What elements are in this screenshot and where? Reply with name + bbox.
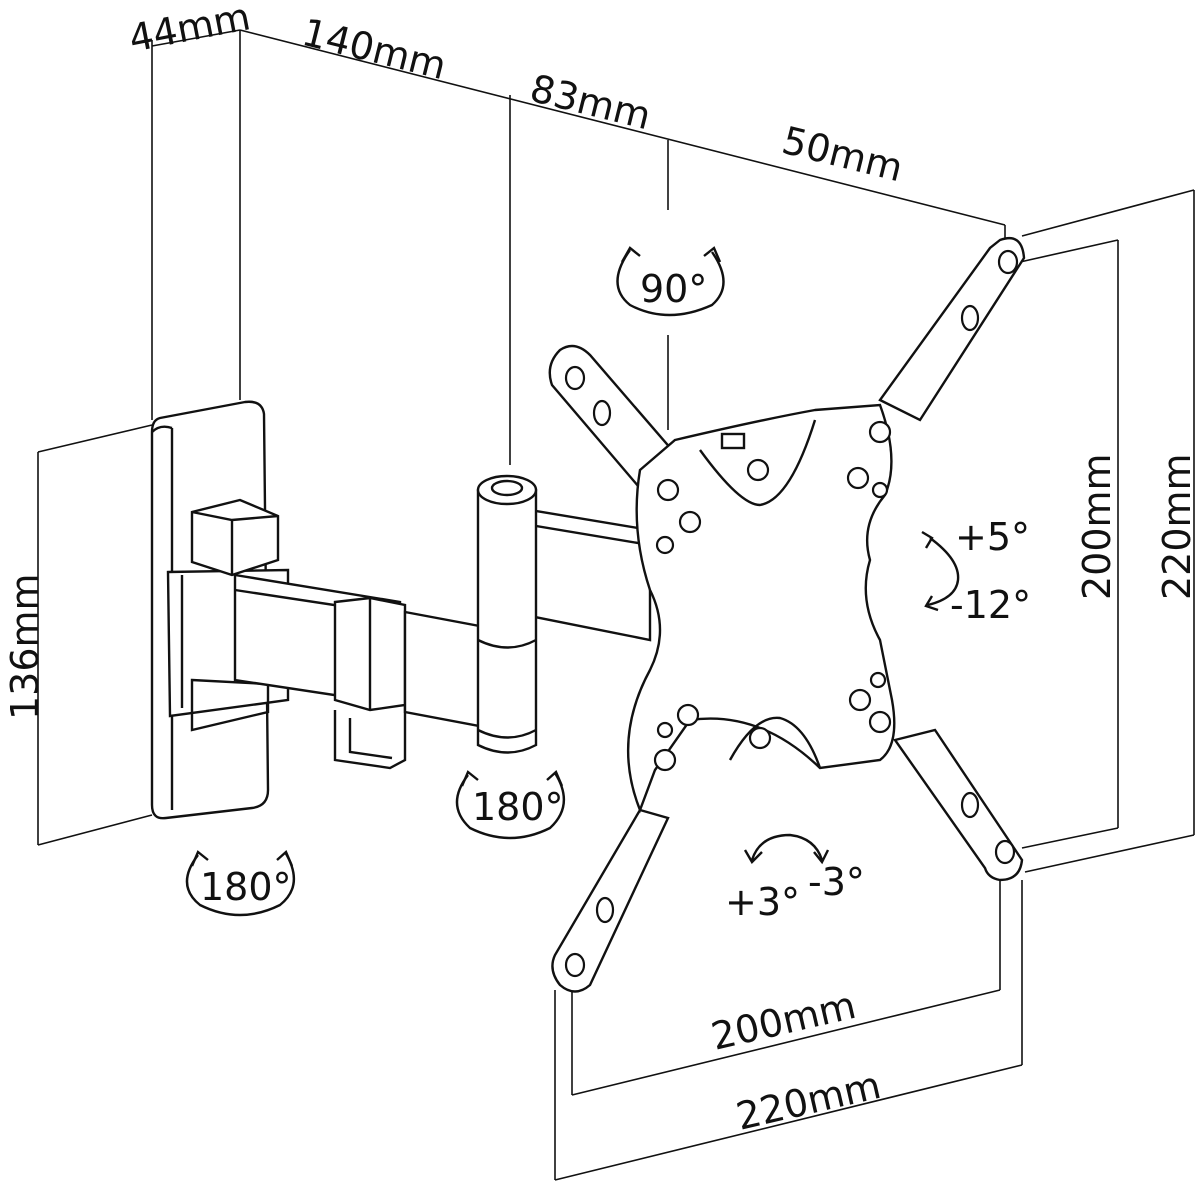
arm-joint-cylinder <box>476 478 538 754</box>
top-dimension-line <box>239 29 1006 226</box>
vesa-hole <box>994 839 1016 865</box>
vesa-hole <box>960 791 980 819</box>
screw-icon <box>748 726 772 750</box>
label-vesa-h-inner: 200mm <box>707 983 860 1059</box>
label-head-offset: 50mm <box>778 118 907 190</box>
screw-icon <box>846 466 870 490</box>
vesa-lower-cutout <box>728 716 822 769</box>
vesa-hole <box>592 399 612 427</box>
screw-icon <box>868 420 892 444</box>
label-vesa-v-inner: 200mm <box>1075 453 1119 600</box>
arrow-tip-icon <box>460 770 479 787</box>
screw-icon <box>653 748 677 772</box>
label-arm-2: 83mm <box>526 66 655 138</box>
label-head-rotation: 90° <box>640 267 707 311</box>
screw-icon <box>746 458 770 482</box>
label-wall-depth: 44mm <box>125 0 254 61</box>
label-wall-height: 136mm <box>3 573 47 720</box>
vesa-v-outer-ext-bottom <box>1024 834 1195 873</box>
depth-dimension-line <box>151 29 241 47</box>
vesa-hole <box>960 304 980 332</box>
vesa-v-outer-ext-top <box>1021 189 1195 237</box>
label-plate-swivel: 180° <box>200 865 292 909</box>
cable-clip-inner <box>348 718 393 760</box>
vesa-hole <box>595 896 615 924</box>
label-vesa-v-outer: 220mm <box>1155 453 1199 600</box>
vesa-h-inner-line <box>571 989 1001 1096</box>
wall-height-ext-top <box>37 424 153 453</box>
cable-clip <box>333 705 407 770</box>
screw-icon <box>656 721 674 739</box>
screw-icon <box>871 481 889 499</box>
arm-joint-ring-2 <box>477 728 537 739</box>
label-arm-1: 140mm <box>298 10 451 88</box>
vesa-lock-knob <box>720 432 746 450</box>
screw-icon <box>848 688 872 712</box>
tilt-arrow <box>927 537 960 607</box>
arm-joint-ring-1 <box>477 638 537 649</box>
label-tilt-down: -12° <box>950 583 1031 627</box>
screw-icon <box>676 703 700 727</box>
screw-icon <box>678 510 702 534</box>
pivot-cap <box>190 498 280 577</box>
label-level-plus: +3° <box>725 880 800 924</box>
vesa-arm-lower-right <box>893 728 1024 882</box>
vesa-screws <box>653 420 892 772</box>
pivot-cap-top <box>191 510 279 522</box>
rotate-arrow-head <box>616 249 725 317</box>
rotate-arrow-plate <box>185 851 296 917</box>
arrow-tip-icon <box>703 246 722 263</box>
vesa-arm-upper-right <box>878 236 1026 422</box>
vesa-upper-cutout <box>699 419 817 507</box>
wall-plate-bevel <box>151 425 173 433</box>
arrow-tip-icon <box>190 850 209 867</box>
arm-two <box>476 474 652 754</box>
arrow-tip-icon <box>546 769 564 787</box>
arrow-tip-icon <box>276 849 294 867</box>
arrow-tip-icon <box>813 849 830 865</box>
rotation-arrows <box>185 246 960 917</box>
vesa-v-inner-ext-bottom <box>1021 827 1119 849</box>
rotate-arrow-arm <box>455 772 566 840</box>
arm-one <box>233 573 492 770</box>
arrow-tip-icon <box>620 246 641 263</box>
vesa-hole <box>997 249 1019 275</box>
vesa-plate <box>548 236 1026 993</box>
dimension-lines <box>37 29 1195 1181</box>
vesa-v-inner-ext-top <box>1019 239 1119 263</box>
screw-icon <box>655 535 675 555</box>
screw-icon <box>869 671 887 689</box>
label-arm-swivel: 180° <box>472 785 564 829</box>
vesa-hole <box>564 952 586 978</box>
screw-icon <box>656 478 680 502</box>
arm-joint-bolt <box>490 479 524 497</box>
arrow-tip-icon <box>921 530 934 549</box>
level-arrow <box>750 833 824 861</box>
arrow-tip-icon <box>743 849 763 864</box>
vesa-h-outer-line <box>554 1064 1023 1181</box>
label-vesa-h-outer: 220mm <box>732 1063 885 1139</box>
screw-icon <box>868 710 892 734</box>
arrow-tip-icon <box>924 595 939 612</box>
label-tilt-up: +5° <box>955 515 1030 559</box>
label-level-minus: -3° <box>808 860 865 904</box>
wall-bracket-lower <box>190 678 270 732</box>
vesa-hole <box>564 365 586 391</box>
arm-joint-top <box>476 474 538 506</box>
wall-height-ext-bottom <box>37 814 153 846</box>
